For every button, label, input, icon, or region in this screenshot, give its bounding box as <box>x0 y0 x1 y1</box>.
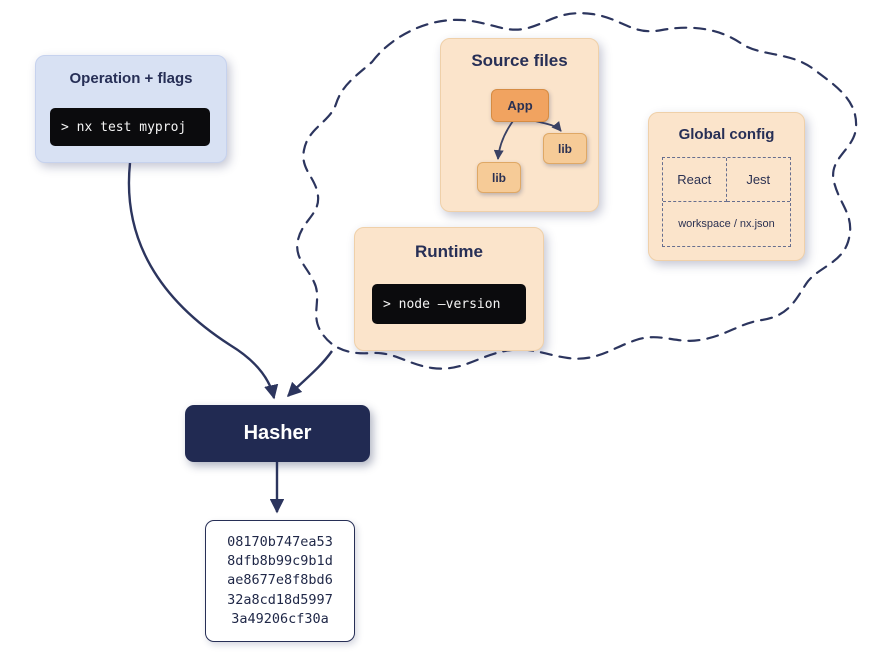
config-cell-jest: Jest <box>726 158 790 202</box>
hash-line: 08170b747ea53 <box>227 534 333 551</box>
app-node: App <box>491 89 549 122</box>
runtime-title: Runtime <box>415 242 483 261</box>
hasher-box: Hasher <box>185 405 370 462</box>
source-files-card: Source files App lib lib <box>440 38 599 212</box>
runtime-command-text: > node –version <box>383 296 501 312</box>
config-cell-react: React <box>663 158 727 202</box>
runtime-terminal: > node –version <box>372 284 526 324</box>
hash-output-box: 08170b747ea53 8dfb8b99c9b1d ae8677e8f8bd… <box>205 520 355 642</box>
operation-command-text: > nx test myproj <box>61 119 187 135</box>
blob-to-hasher-arrow <box>286 350 333 398</box>
hash-line: 8dfb8b99c9b1d <box>227 553 333 570</box>
global-config-card: Global config React Jest workspace / nx.… <box>648 112 805 261</box>
lib-node-right: lib <box>543 133 587 164</box>
hash-line: ae8677e8f8bd6 <box>227 572 333 589</box>
hash-line: 32a8cd18d5997 <box>227 591 333 608</box>
operation-to-hasher-arrow <box>127 162 279 400</box>
operation-flags-card: Operation + flags > nx test myproj <box>35 55 227 163</box>
config-grid: React Jest workspace / nx.json <box>662 157 791 247</box>
lib-node-left: lib <box>477 162 521 193</box>
config-cell-workspace: workspace / nx.json <box>678 218 775 230</box>
runtime-card: Runtime > node –version <box>354 227 544 351</box>
hash-line: 3a49206cf30a <box>231 610 329 627</box>
operation-terminal: > nx test myproj <box>50 108 210 146</box>
app-to-lib-right-arrow <box>534 120 562 132</box>
app-to-lib-left-arrow <box>493 120 514 160</box>
global-config-title: Global config <box>678 126 775 143</box>
operation-flags-title: Operation + flags <box>69 70 193 87</box>
